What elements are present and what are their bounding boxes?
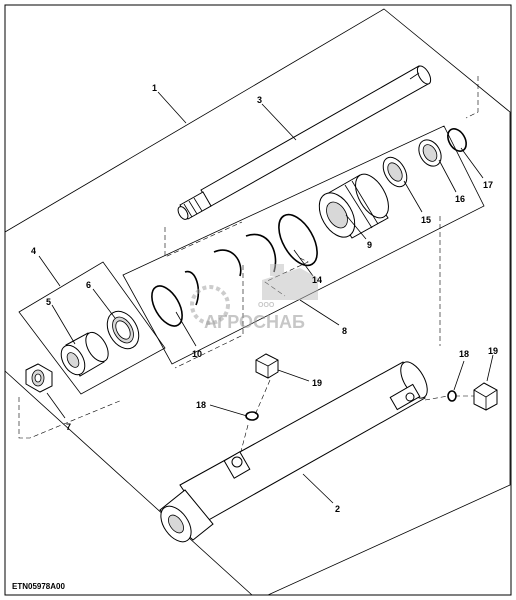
figure-code: ETN05978A00	[12, 582, 65, 591]
piston-rod	[177, 65, 432, 220]
callout-7: 7	[66, 422, 71, 432]
guide-line-nut	[18, 397, 123, 439]
guide-line-center	[174, 265, 244, 369]
cap-nut-right	[473, 382, 498, 411]
callout-16: 16	[455, 194, 465, 204]
callout-2: 2	[335, 504, 340, 514]
callout-4: 4	[31, 246, 36, 256]
fitting-washer-right	[447, 390, 457, 402]
guide-line-rod-end	[465, 76, 479, 119]
guide-line-cap-left	[254, 379, 271, 416]
callout-3: 3	[257, 95, 262, 105]
cap-nut-left	[255, 353, 279, 379]
o-ring	[151, 285, 183, 327]
fitting-washer-left	[245, 411, 259, 421]
watermark-company-prefix: ООО	[258, 302, 275, 309]
callout-9: 9	[367, 240, 372, 250]
wear-ring-1	[213, 249, 242, 277]
callout-18-left: 18	[196, 400, 206, 410]
page-frame	[4, 4, 512, 596]
leader-lines	[38, 91, 494, 504]
callout-10: 10	[192, 349, 202, 359]
piston-seal	[106, 310, 140, 350]
callout-17: 17	[483, 180, 493, 190]
seal-kit-outline	[122, 125, 485, 365]
callout-5: 5	[46, 297, 51, 307]
callout-15: 15	[421, 215, 431, 225]
cylinder-barrel	[159, 361, 428, 543]
backup-ring	[184, 270, 200, 306]
callout-14: 14	[312, 275, 322, 285]
guide-line-fitting-left	[239, 424, 249, 456]
rod-wiper	[382, 156, 408, 188]
gland	[318, 173, 389, 239]
piston-outline	[18, 261, 166, 395]
watermark-company-name: АГРОСНАБ	[204, 312, 305, 332]
watermark-logo	[190, 264, 318, 325]
rod-seal	[418, 139, 442, 167]
callout-6: 6	[86, 280, 91, 290]
callout-8: 8	[342, 326, 347, 336]
guide-line-fitting-right	[424, 395, 449, 401]
retaining-ring	[278, 213, 318, 267]
callout-19-left: 19	[312, 378, 322, 388]
piston-nut	[25, 363, 53, 393]
callout-1: 1	[152, 83, 157, 93]
rod-o-ring	[447, 128, 467, 152]
piston	[60, 331, 109, 377]
guide-line-rod	[164, 221, 243, 258]
callout-19-right: 19	[488, 346, 498, 356]
assembly-outline	[4, 8, 511, 596]
callout-18-right: 18	[459, 349, 469, 359]
